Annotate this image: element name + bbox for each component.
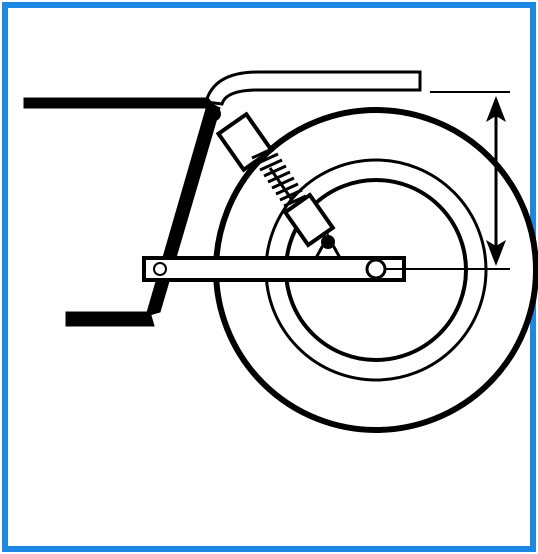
- fender: [204, 70, 422, 106]
- travel-arrow-head-top: [486, 96, 506, 122]
- shock-rod: [268, 167, 294, 201]
- upper-shock-mount: [207, 107, 221, 121]
- shock-absorber: [215, 111, 336, 248]
- shock-lower-body: [282, 192, 336, 248]
- pivot-bolt: [153, 262, 167, 276]
- axle: [365, 258, 387, 280]
- chassis-top-rail: [23, 97, 218, 109]
- lower-shock-mount: [321, 235, 335, 249]
- swing-arm: [142, 256, 406, 282]
- travel-arrow: [486, 96, 506, 266]
- chassis-bottom-rail: [65, 311, 155, 327]
- travel-arrow-head-bottom: [486, 240, 506, 266]
